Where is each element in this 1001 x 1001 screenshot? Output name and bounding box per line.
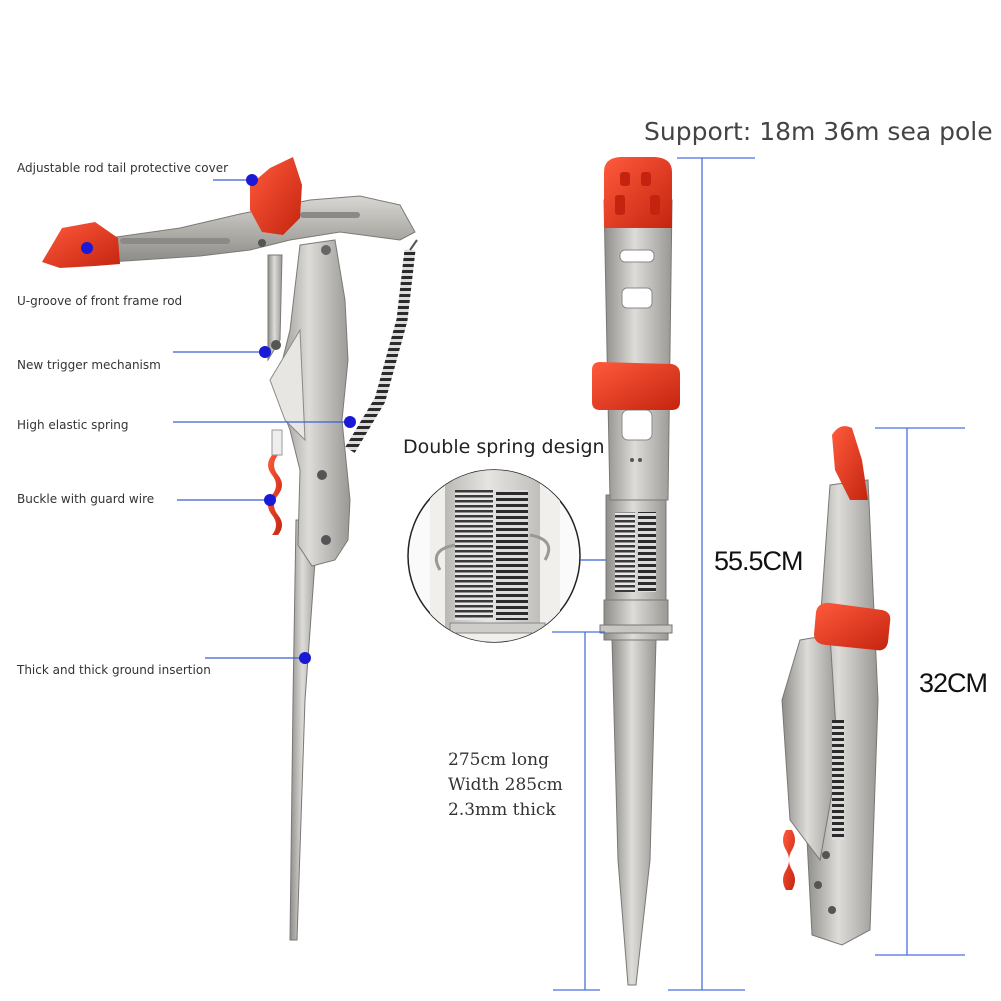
spec-length: 275cm long (448, 750, 549, 770)
left-holder-image (42, 157, 418, 941)
label-u-groove: U-groove of front frame rod (17, 294, 183, 308)
double-spring-magnifier (407, 469, 636, 643)
spec-width: Width 285cm (448, 775, 563, 795)
ground-spike (289, 519, 319, 941)
right-holder-image (781, 426, 891, 946)
red-buckle (268, 455, 282, 535)
center-red-cap (604, 157, 672, 228)
callout-dots (81, 174, 356, 664)
center-red-clamp (592, 362, 680, 410)
double-spring-title: Double spring design (403, 436, 605, 458)
label-elastic-spring: High elastic spring (17, 418, 129, 432)
callouts (173, 179, 350, 659)
dot-trigger (259, 346, 271, 358)
center-spike (611, 639, 657, 986)
spec-thickness: 2.3mm thick (448, 800, 556, 820)
tension-spring (345, 249, 416, 453)
label-ground-insertion: Thick and thick ground insertion (17, 663, 211, 677)
dimension-lines (552, 157, 965, 991)
dot-buckle (264, 494, 276, 506)
label-rod-tail-cover: Adjustable rod tail protective cover (17, 161, 229, 175)
length-dimension-label: 55.5CM (714, 546, 804, 576)
label-buckle-guard-wire: Buckle with guard wire (17, 492, 155, 506)
dot-front-cap (81, 242, 93, 254)
support-text: Support: 18m 36m sea pole (644, 117, 993, 146)
rear-red-cover (250, 157, 302, 235)
center-holder-image (592, 157, 680, 986)
dot-spring (344, 416, 356, 428)
front-red-cap (42, 222, 120, 268)
right-red-buckle (783, 830, 795, 890)
label-trigger-mechanism: New trigger mechanism (17, 358, 161, 372)
dot-cover (246, 174, 258, 186)
dot-ground (299, 652, 311, 664)
folded-dimension-label: 32CM (919, 668, 988, 698)
